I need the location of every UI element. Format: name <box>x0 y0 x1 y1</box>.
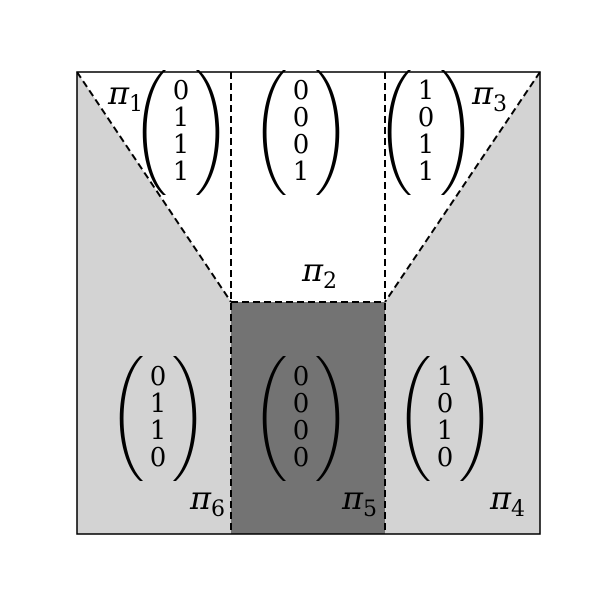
vector-entry: 0 <box>437 443 454 473</box>
vector-entry: 0 <box>173 76 190 106</box>
vector-pi5: 0 0 0 0 <box>293 362 310 473</box>
vector-entry: 0 <box>293 443 310 473</box>
left-paren <box>387 70 411 195</box>
vector-entry: 1 <box>173 130 190 160</box>
left-paren <box>262 356 286 481</box>
right-paren <box>441 70 465 195</box>
region-labels: π1 π2 π3 π4 π5 π6 <box>107 74 525 522</box>
left-paren <box>142 70 166 195</box>
vector-entry: 0 <box>293 76 310 106</box>
vector-entry: 1 <box>437 362 454 392</box>
vector-entry: 1 <box>418 76 435 106</box>
right-paren <box>316 356 340 481</box>
vector-entry: 0 <box>437 389 454 419</box>
vector-entry: 0 <box>418 103 435 133</box>
left-paren <box>262 70 286 195</box>
vector-entry: 0 <box>293 130 310 160</box>
vector-pi1: 0 1 1 1 <box>173 76 190 187</box>
region-label-pi3: π3 <box>471 74 507 117</box>
vector-entry: 0 <box>150 443 167 473</box>
boundary-line <box>76 71 232 303</box>
vector-entry: 0 <box>293 103 310 133</box>
dashed-boundaries <box>76 71 541 534</box>
boundary-line <box>384 71 541 303</box>
vector-entry: 0 <box>293 416 310 446</box>
region-label-pi5: π5 <box>341 479 377 522</box>
vector-entry: 1 <box>173 103 190 133</box>
vector-parentheses <box>119 70 484 481</box>
vector-entry: 1 <box>418 130 435 160</box>
vector-entry: 0 <box>293 389 310 419</box>
region-label-pi6: π6 <box>189 479 225 522</box>
vector-entry: 1 <box>418 157 435 187</box>
region-label-pi1: π1 <box>107 74 143 117</box>
vector-pi3: 1 0 1 1 <box>418 76 435 187</box>
vector-entry: 0 <box>293 362 310 392</box>
vector-pi4: 1 0 1 0 <box>437 362 454 473</box>
right-paren <box>173 356 197 481</box>
left-paren <box>406 356 430 481</box>
vector-pi6: 0 1 1 0 <box>150 362 167 473</box>
vector-entry: 1 <box>437 416 454 446</box>
right-paren <box>196 70 220 195</box>
vector-pi2: 0 0 0 1 <box>293 76 310 187</box>
region-right-shaded <box>385 72 540 534</box>
right-paren <box>460 356 484 481</box>
left-paren <box>119 356 143 481</box>
vector-entry: 1 <box>293 157 310 187</box>
right-paren <box>316 70 340 195</box>
vector-entry: 1 <box>150 389 167 419</box>
vector-entry: 0 <box>150 362 167 392</box>
region-center-dark <box>231 302 385 534</box>
vector-entry: 1 <box>150 416 167 446</box>
outer-frame <box>76 71 541 535</box>
region-label-pi4: π4 <box>489 479 525 522</box>
vector-entry: 1 <box>173 157 190 187</box>
region-label-pi2: π2 <box>301 251 337 294</box>
